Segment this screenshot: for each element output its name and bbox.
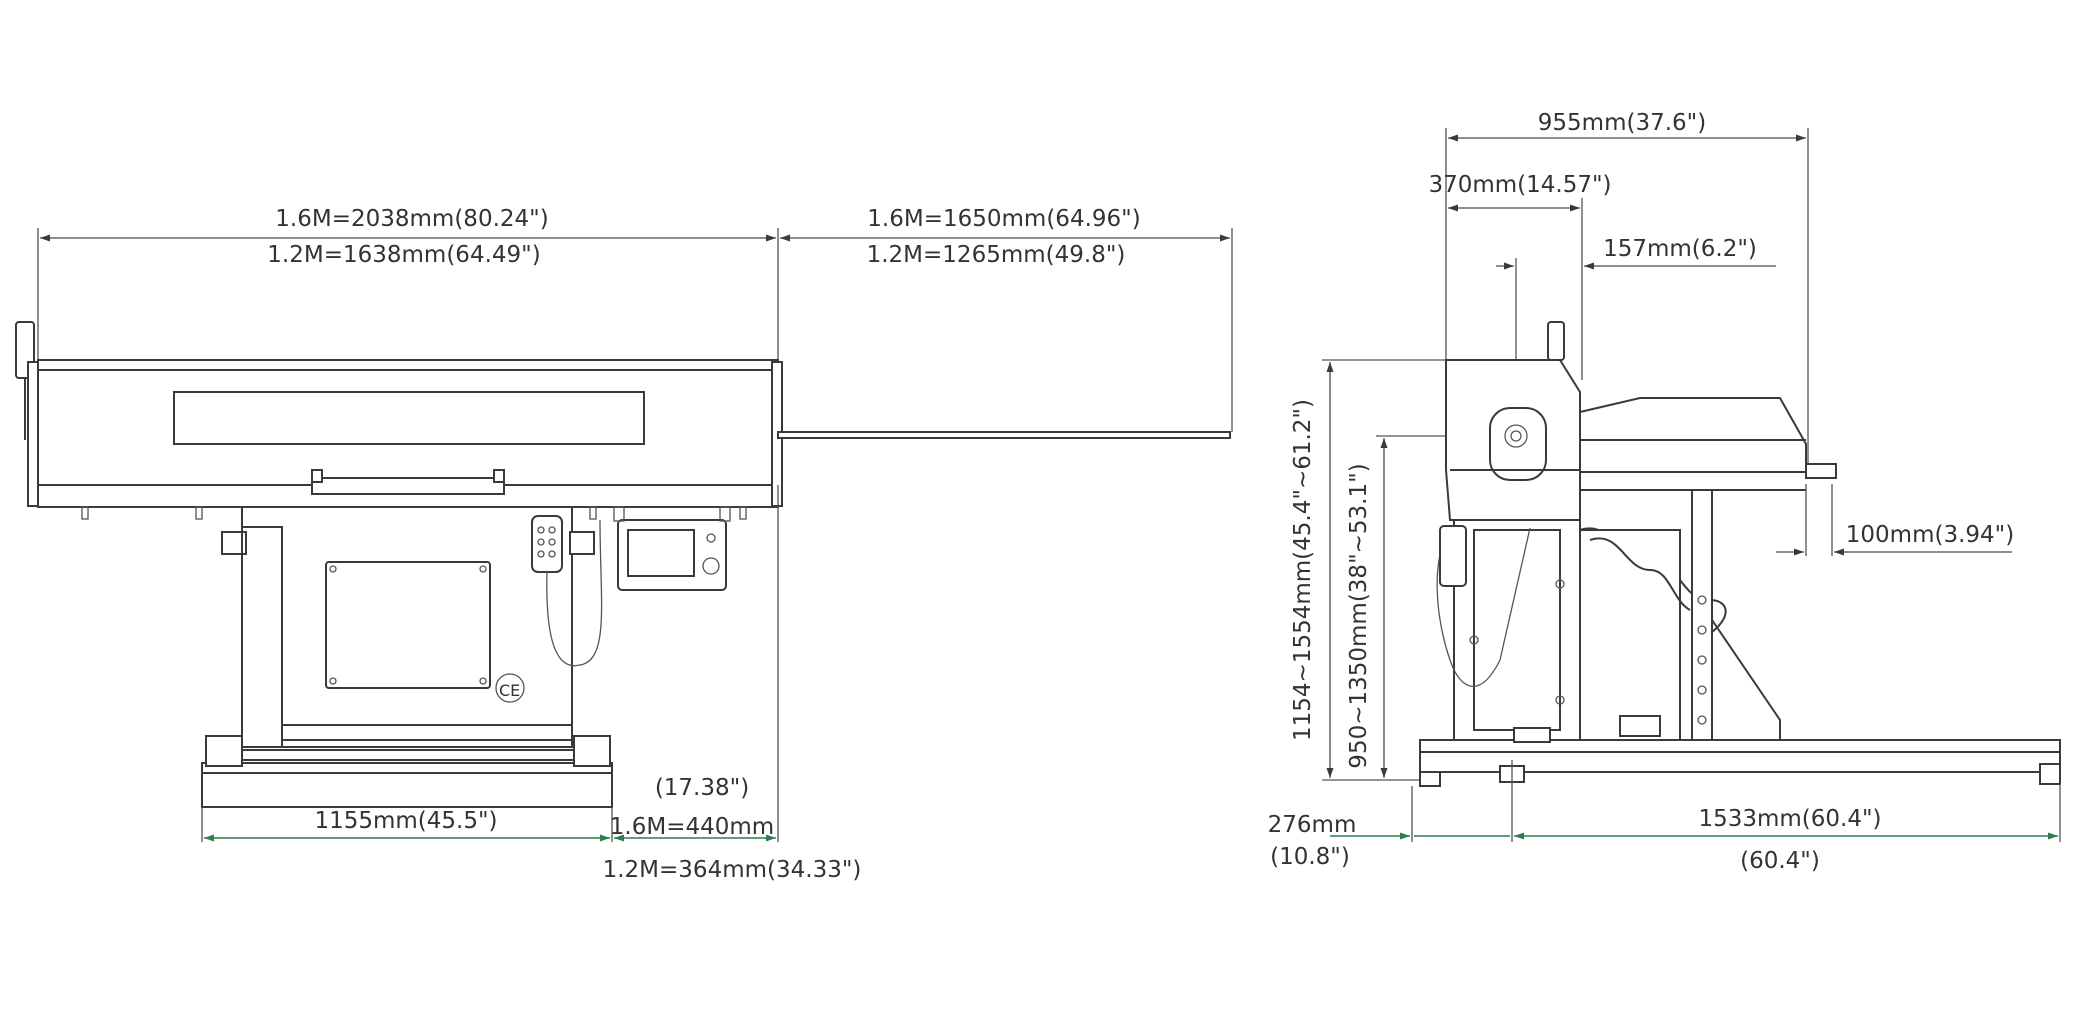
label-offset-16m: 1.6M=440mm xyxy=(610,814,774,840)
feed-tray xyxy=(1579,397,1807,473)
svg-text:CE: CE xyxy=(499,681,520,700)
side-stand xyxy=(1453,519,1581,741)
label-depth-157: 157mm(6.2") xyxy=(1603,236,1757,262)
label-height-overall: 1154~1554mm(45.4"~61.2") xyxy=(1290,399,1316,741)
label-foot-276-in: (10.8") xyxy=(1270,844,1350,870)
label-height-center: 950~1350mm(38"~53.1") xyxy=(1346,463,1372,768)
label-base-width: 1155mm(45.5") xyxy=(314,808,497,834)
side-view: 955mm(37.6") 370mm(14.57") 157mm(6.2") 1… xyxy=(1268,110,2061,874)
front-view: CE 1.6M=2038mm(80.24") 1.2M=1638mm(64.49… xyxy=(15,206,1233,883)
access-panel xyxy=(325,561,491,689)
label-base-1533-in: (60.4") xyxy=(1740,848,1820,874)
label-offset-12m: 1.2M=364mm(34.33") xyxy=(603,857,862,883)
label-overall-length-12m: 1.2M=1638mm(64.49") xyxy=(267,242,540,268)
label-depth-total: 955mm(37.6") xyxy=(1538,110,1706,136)
label-bar-length-16m: 1.6M=1650mm(64.96") xyxy=(867,206,1140,232)
side-base xyxy=(1419,739,2061,773)
bar-feeder-housing xyxy=(37,359,779,486)
control-panel xyxy=(617,519,727,591)
label-gap-100: 100mm(3.94") xyxy=(1846,522,2014,548)
pendant-controller xyxy=(531,515,563,573)
label-depth-370: 370mm(14.57") xyxy=(1428,172,1611,198)
label-bar-length-12m: 1.2M=1265mm(49.8") xyxy=(867,242,1126,268)
label-foot-276-mm: 276mm xyxy=(1268,812,1357,838)
label-overall-length-16m: 1.6M=2038mm(80.24") xyxy=(275,206,548,232)
label-base-1533-mm: 1533mm(60.4") xyxy=(1698,806,1881,832)
label-offset-inch: (17.38") xyxy=(655,775,749,801)
stand-base xyxy=(201,762,613,808)
